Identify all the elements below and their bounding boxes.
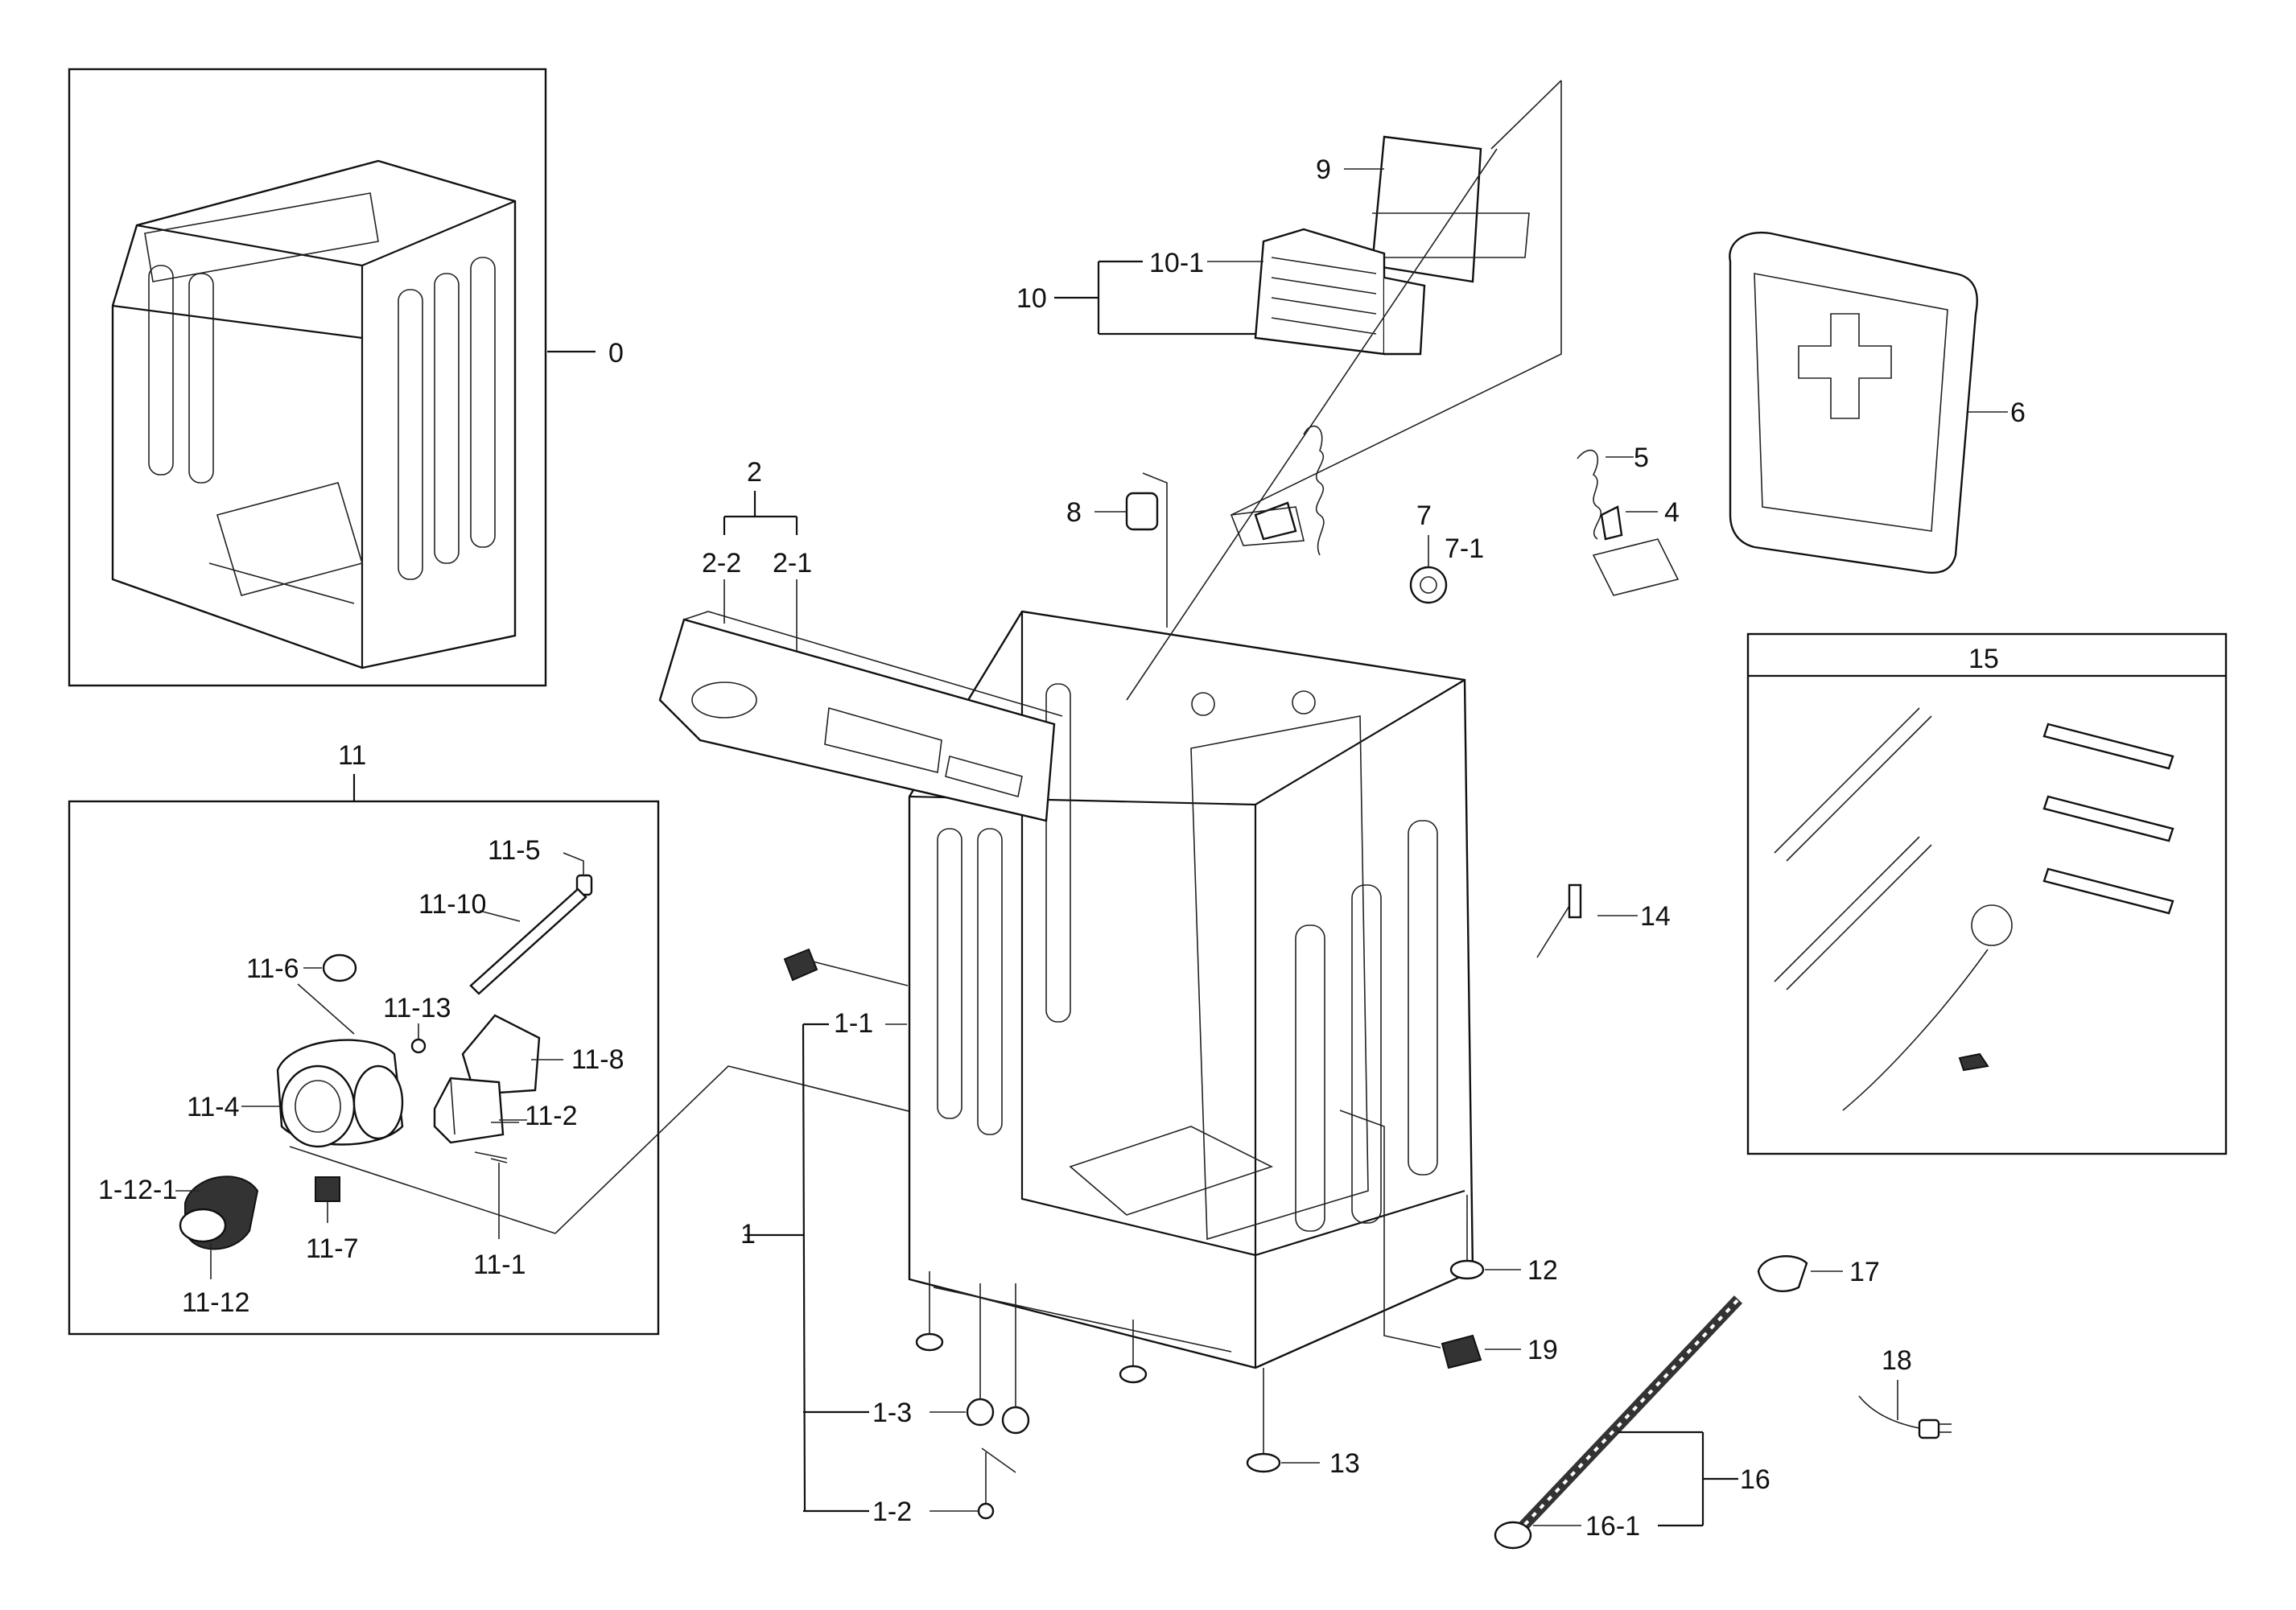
- part-11-8-cover: 11-8: [461, 1014, 624, 1096]
- label-19: 19: [1527, 1335, 1558, 1365]
- label-1-12-1: 1-12-1: [98, 1175, 177, 1205]
- label-10-1: 10-1: [1149, 248, 1204, 278]
- part-11-13-clip: 11-13: [383, 993, 451, 1054]
- part-7-sensor: 7 7-1: [1409, 500, 1484, 604]
- part-9-control-board: 9: [1316, 135, 1530, 283]
- part-11-2-pump-motor: 11-2: [433, 1077, 578, 1144]
- part-11-4-pump-housing: 11-4: [187, 1039, 404, 1148]
- label-11-7: 11-7: [306, 1233, 359, 1264]
- part-6-door-seal-frame: 6: [1729, 231, 2026, 574]
- part-4-bracket: 4: [1592, 497, 1680, 596]
- part-11-12-filter: 1-12-1 11-12: [98, 1175, 259, 1318]
- part-5-spring: 5: [1577, 443, 1649, 540]
- part-11-5-cap: 11-5: [488, 835, 593, 896]
- label-15: 15: [1968, 644, 1999, 674]
- label-7-1: 7-1: [1445, 533, 1484, 564]
- label-16: 16: [1740, 1464, 1770, 1495]
- part-left-spring: [1230, 425, 1325, 556]
- label-9: 9: [1316, 154, 1331, 185]
- label-11-6: 11-6: [246, 953, 299, 984]
- label-0: 0: [608, 338, 624, 369]
- label-5: 5: [1634, 443, 1649, 473]
- label-14: 14: [1640, 901, 1671, 932]
- part-2-labels: 2 2-2 2-1: [702, 457, 812, 652]
- part-11-6-ring: 11-6: [246, 953, 357, 984]
- label-11-4: 11-4: [187, 1092, 240, 1122]
- part-19-bracket: 19: [1339, 1110, 1558, 1369]
- part-14-shock-absorber: 14: [1536, 883, 1671, 958]
- label-8: 8: [1066, 497, 1082, 528]
- part-12-leg: 12: [1449, 1195, 1558, 1286]
- label-11-12: 11-12: [182, 1287, 249, 1318]
- label-2: 2: [747, 457, 762, 488]
- cabinet-leveling-legs: [915, 1271, 1148, 1384]
- part-8-capacitor: 8: [1066, 472, 1168, 628]
- part-18-power-cord: 18: [1858, 1345, 1952, 1439]
- label-1-2: 1-2: [872, 1497, 912, 1527]
- part-2-top-front-panel: [658, 611, 1063, 822]
- label-11-13: 11-13: [383, 993, 451, 1023]
- inset-box-pump-assembly: 11 11-5 11-10 11-6 11-13: [68, 740, 660, 1336]
- part-1-3-feet: [930, 1283, 1030, 1473]
- label-12: 12: [1527, 1255, 1558, 1286]
- part-17-hose-elbow: 17: [1757, 1255, 1880, 1293]
- part-11-10-hose: 11-10: [418, 887, 587, 995]
- label-17: 17: [1849, 1257, 1880, 1287]
- part-11-1-screws: 11-1: [473, 1151, 526, 1280]
- label-1-3: 1-3: [872, 1398, 912, 1428]
- label-11: 11: [338, 740, 366, 771]
- label-7: 7: [1416, 500, 1432, 531]
- label-11-8: 11-8: [571, 1044, 624, 1075]
- label-6: 6: [2010, 397, 2026, 428]
- label-11-10: 11-10: [418, 889, 486, 920]
- label-10: 10: [1016, 283, 1047, 314]
- label-2-2: 2-2: [702, 548, 741, 579]
- inset-box-cabinet-assembly: 0: [68, 68, 624, 687]
- part-13-leg: 13: [1246, 1368, 1360, 1479]
- label-11-5: 11-5: [488, 835, 541, 866]
- inset-box-wire-harness: 15: [1746, 632, 2228, 1155]
- main-cabinet-labels: 1-1 1 1-3 1-2: [740, 1008, 912, 1527]
- label-1-1: 1-1: [834, 1008, 873, 1039]
- label-18: 18: [1882, 1345, 1912, 1376]
- label-11-2: 11-2: [525, 1101, 578, 1131]
- cabinet-assembly-illustration: [111, 159, 517, 669]
- part-10-board-cover: 10-1 10: [1016, 228, 1426, 356]
- label-2-1: 2-1: [773, 548, 812, 579]
- label-4: 4: [1664, 497, 1680, 528]
- label-1: 1: [740, 1219, 756, 1250]
- part-16-drain-hose: 16 16-1: [1494, 1295, 1770, 1550]
- label-13: 13: [1329, 1448, 1360, 1479]
- part-1-1-bracket: [783, 948, 909, 986]
- part-1-2-screw: [930, 1452, 995, 1520]
- part-11-7-connector: 11-7: [306, 1176, 359, 1264]
- label-16-1: 16-1: [1585, 1511, 1640, 1542]
- label-11-1: 11-1: [473, 1250, 526, 1280]
